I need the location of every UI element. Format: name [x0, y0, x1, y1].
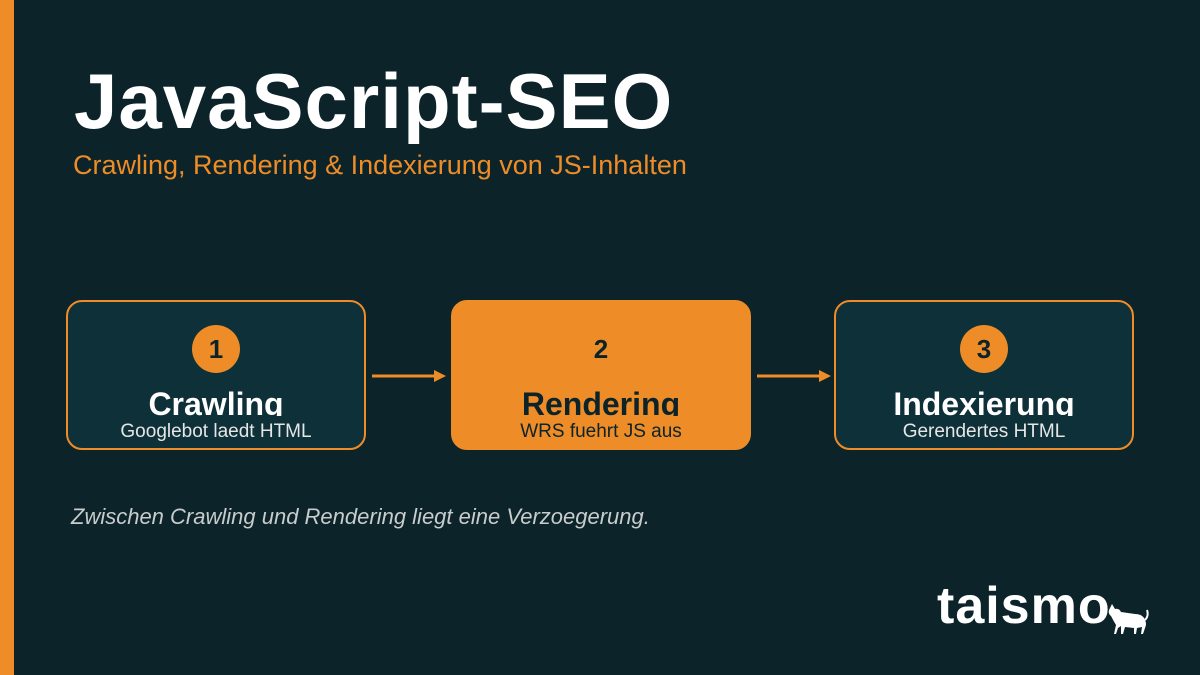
step-title: Crawling — [148, 386, 284, 416]
taismo-logo: taismo — [937, 580, 1157, 640]
step-indexierung: 3 Indexierung Gerendertes HTML — [834, 300, 1134, 450]
step-description: WRS fuehrt JS aus — [520, 421, 682, 442]
slide-title: JavaScript-SEO — [74, 57, 674, 145]
step-title: Rendering — [521, 386, 681, 416]
logo-wordmark: taismo — [937, 577, 1111, 635]
step-rendering: 2 Rendering WRS fuehrt JS aus — [451, 300, 751, 450]
step-description: Gerendertes HTML — [902, 421, 1066, 442]
step-number-badge: 2 — [593, 334, 609, 364]
arrow-right-icon — [757, 370, 831, 382]
arrow-right-icon — [372, 370, 446, 382]
slide-subtitle: Crawling, Rendering & Indexierung von JS… — [73, 150, 687, 180]
step-number-badge: 3 — [960, 325, 1008, 373]
step-title: Indexierung — [893, 386, 1075, 416]
step-number-badge: 1 — [192, 325, 240, 373]
footnote: Zwischen Crawling und Rendering liegt ei… — [71, 504, 650, 529]
step-description: Googlebot laedt HTML — [120, 421, 312, 442]
accent-bar — [0, 0, 14, 675]
cat-icon — [1108, 604, 1149, 634]
step-crawling: 1 Crawling Googlebot laedt HTML — [66, 300, 366, 450]
